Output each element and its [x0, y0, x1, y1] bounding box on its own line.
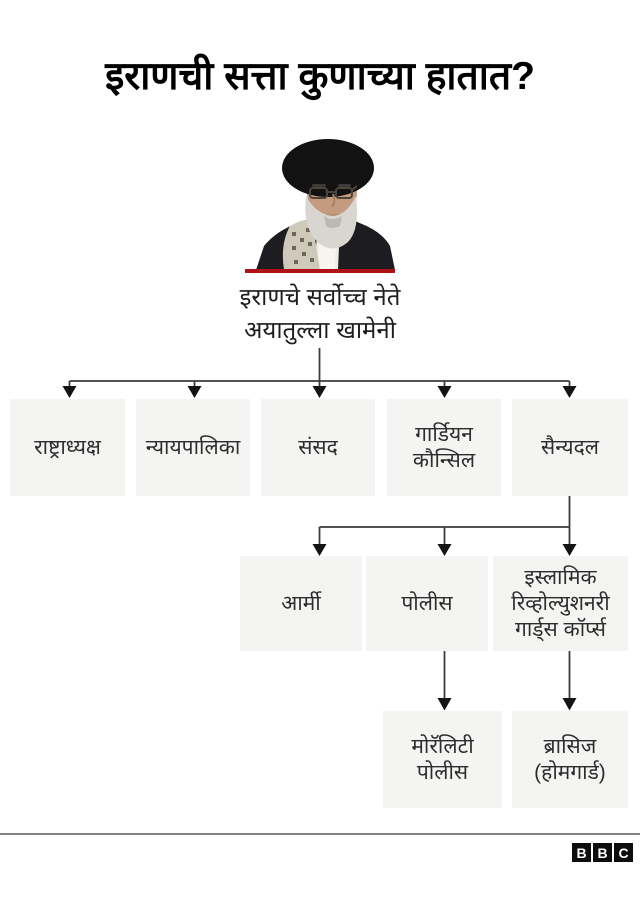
leader-caption: इराणचे सर्वोच्च नेते अयातुल्ला खामेनी — [239, 284, 401, 344]
footer-divider — [0, 833, 640, 835]
org-box-label: मोरॅलिटी पोलीस — [411, 734, 474, 784]
org-box-army: आर्मी — [240, 556, 362, 651]
org-box-irgc: इस्लामिक रिव्होल्युशनरी गार्ड्स कॉर्प्स — [493, 556, 628, 651]
org-box-police: पोलीस — [366, 556, 488, 651]
org-box-label: आर्मी — [281, 591, 321, 615]
org-box-label: संसद — [298, 435, 338, 459]
photo-underline-bar — [245, 269, 395, 273]
org-box-military: सैन्यदल — [512, 399, 628, 496]
org-box-parliament: संसद — [261, 399, 375, 496]
org-box-label: सैन्यदल — [541, 435, 599, 459]
org-box-label: इस्लामिक रिव्होल्युशनरी गार्ड्स कॉर्प्स — [511, 565, 610, 641]
bbc-logo-letter: B — [572, 843, 591, 862]
org-box-guardian-council: गार्डियन कौन्सिल — [387, 399, 501, 496]
khamenei-portrait-illustration — [256, 139, 395, 270]
org-box-president: राष्ट्राध्यक्ष — [10, 399, 125, 496]
page-title: इराणची सत्ता कुणाच्या हातात? — [105, 55, 535, 98]
bbc-logo: B B C — [572, 843, 633, 862]
leader-photo — [248, 132, 398, 270]
org-box-morality-police: मोरॅलिटी पोलीस — [383, 711, 502, 808]
org-box-label: गार्डियन कौन्सिल — [412, 422, 476, 472]
bbc-logo-letter: C — [614, 843, 633, 862]
org-box-label: न्यायपालिका — [145, 435, 241, 459]
org-chart-connectors — [62, 348, 577, 711]
bbc-logo-letter: B — [593, 843, 612, 862]
org-box-label: पोलीस — [401, 591, 453, 615]
org-box-judiciary: न्यायपालिका — [136, 399, 250, 496]
org-box-basij: ब्रासिज (होमगार्ड) — [512, 711, 628, 808]
arrowhead-icons — [62, 386, 577, 711]
org-box-label: राष्ट्राध्यक्ष — [34, 435, 101, 459]
org-box-label: ब्रासिज (होमगार्ड) — [534, 734, 606, 784]
